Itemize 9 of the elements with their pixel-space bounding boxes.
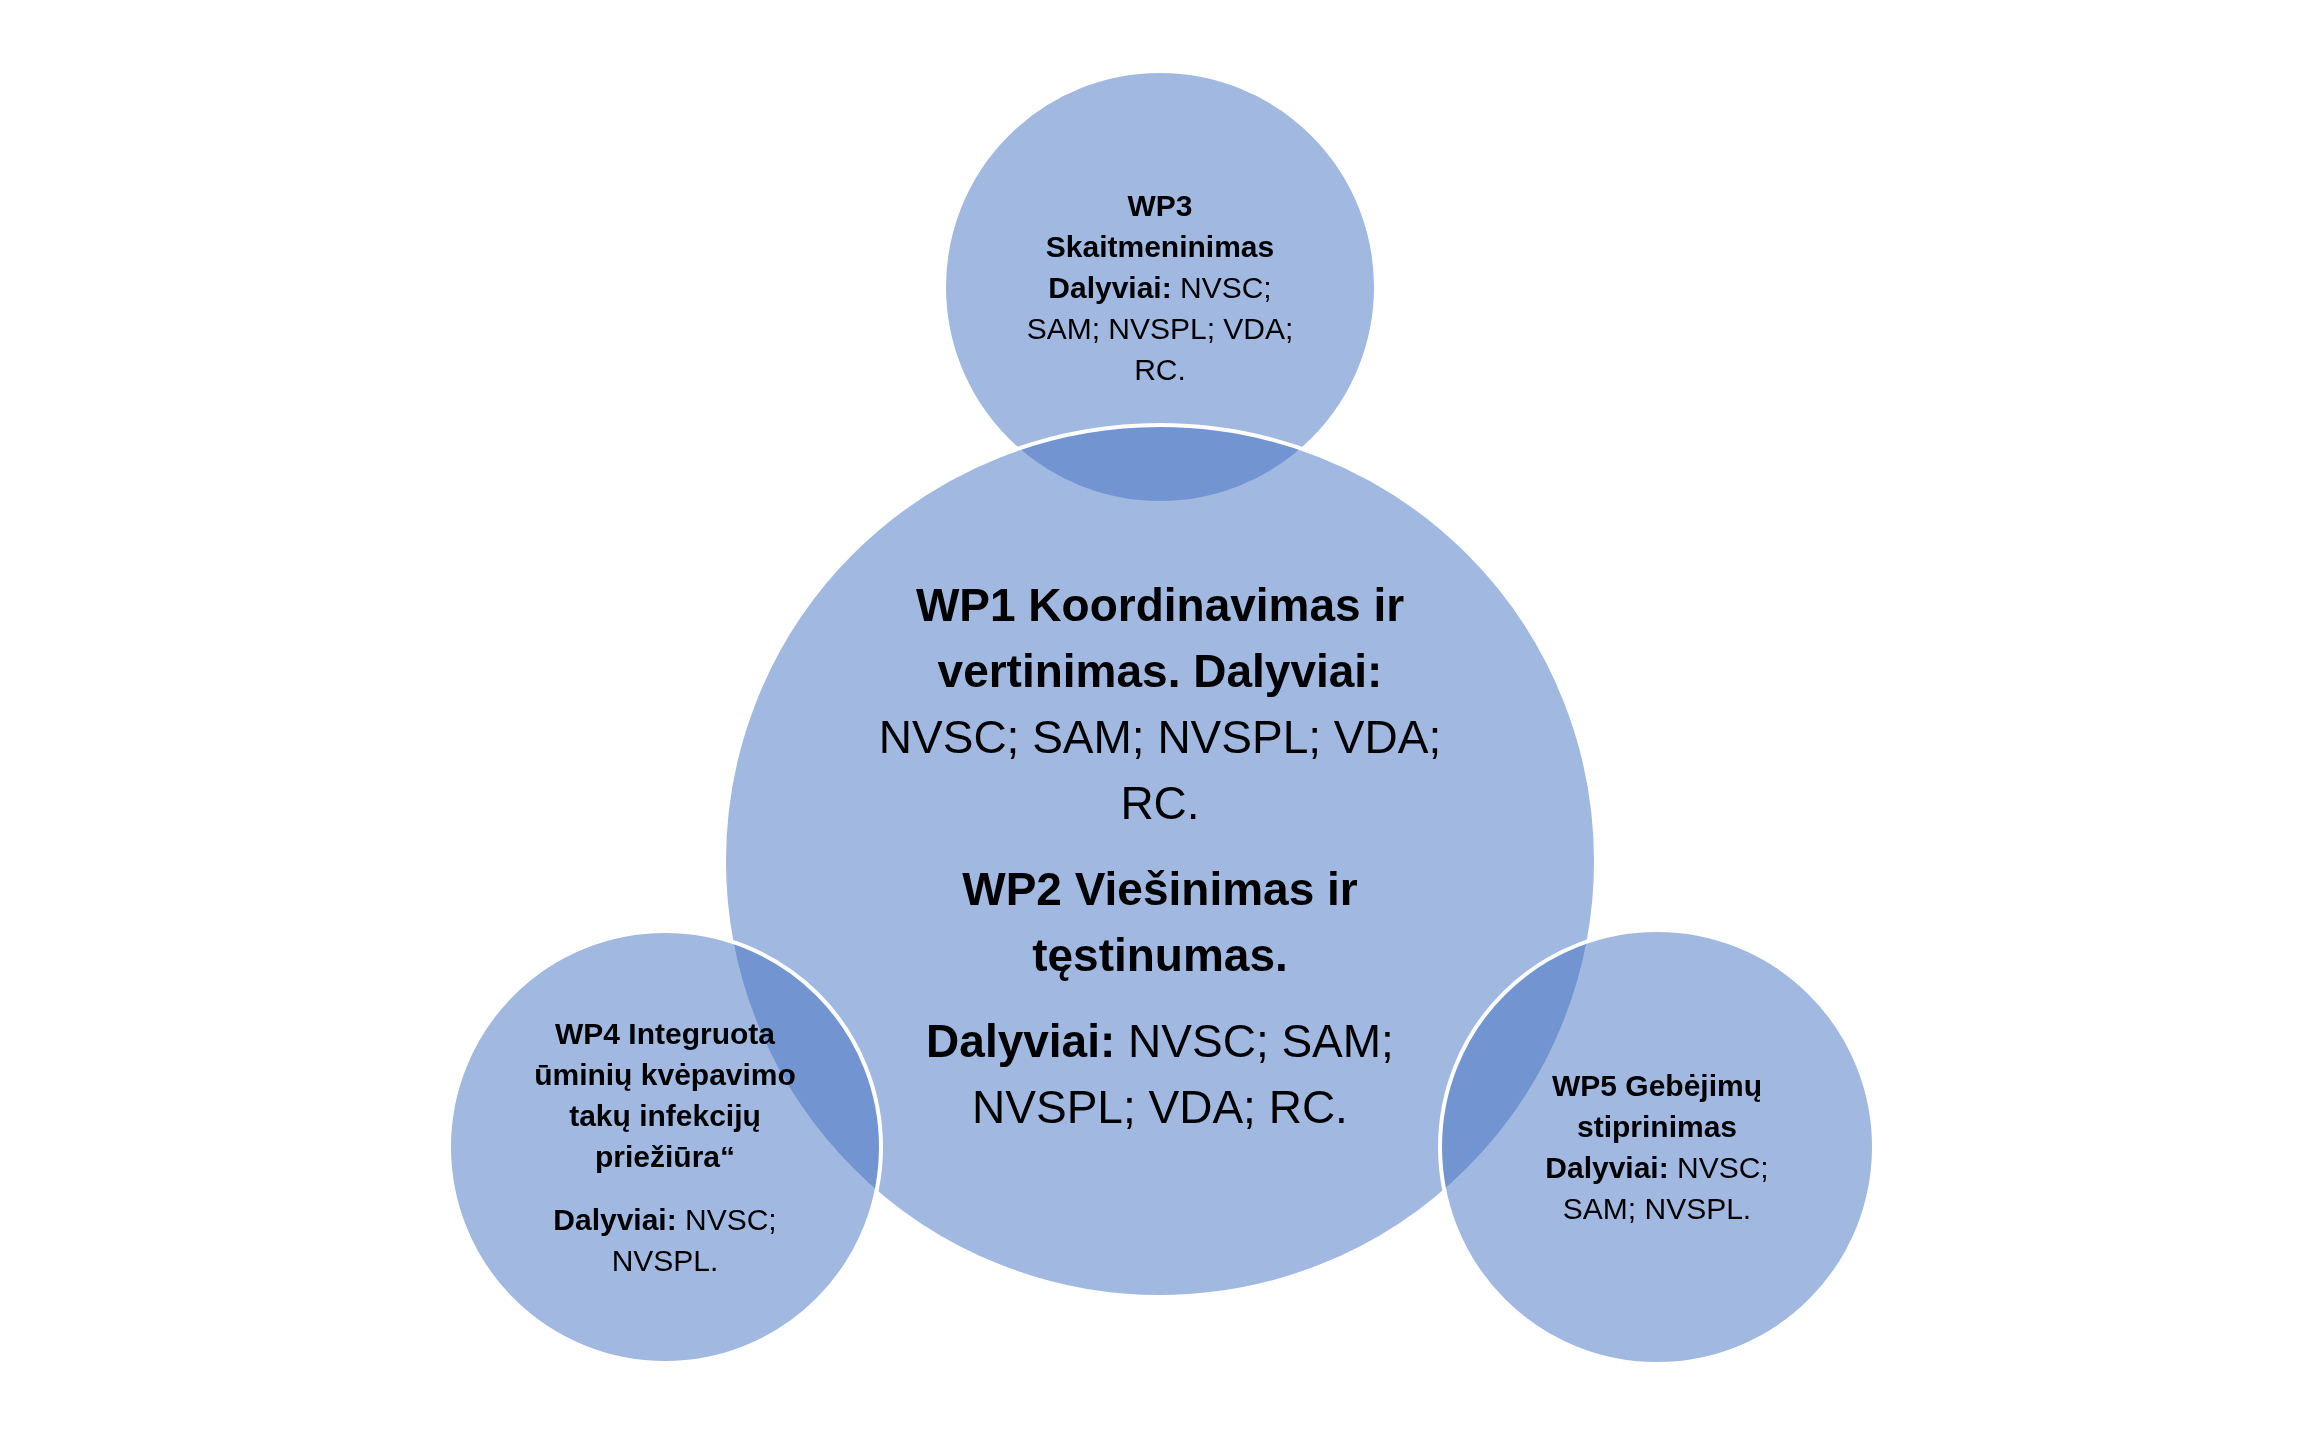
participants-text: Dalyviai: NVSC; SAM; NVSPL; VDA; RC. xyxy=(1025,269,1295,388)
participants-text: Dalyviai: NVSC; SAM; NVSPL; VDA; RC. xyxy=(925,1014,1395,1135)
participants-text: Dalyviai: NVSC; NVSPL. xyxy=(552,1202,778,1279)
heading-text: WP2 Viešinimas ir tęstinumas. xyxy=(961,862,1359,983)
heading-text: WP4 Integruota ūminių kvėpavimo takų infekcijų priežiūra“ xyxy=(533,1016,797,1175)
participants-text: WP1 Koordinavimas ir vertinimas. Dalyviai: NVSC; SAM; NVSPL; VDA; RC. xyxy=(877,578,1443,831)
heading-text: WP3 Skaitmeninimas xyxy=(1044,187,1276,265)
participants-text: Dalyviai: NVSC; SAM; NVSPL. xyxy=(1544,1150,1770,1227)
heading-text: WP5 Gebėjimų stiprinimas xyxy=(1550,1068,1763,1145)
